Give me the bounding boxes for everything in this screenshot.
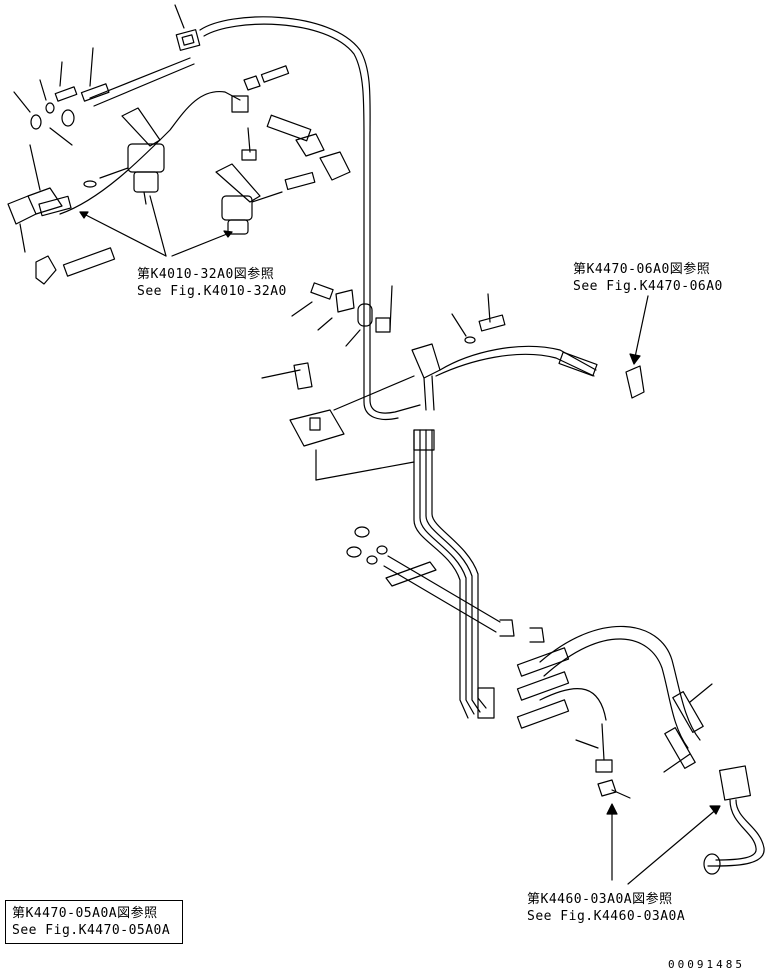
right-hose-upper-inner (543, 638, 689, 749)
control-valve-left (83, 107, 165, 205)
hose-fitting-a (516, 647, 570, 677)
right-hose-to-k4470-inner (435, 353, 595, 377)
reference-k4010-32a0: 第K4010-32A0図参照 See Fig.K4010-32A0 (137, 266, 287, 300)
upper-center-fittings (231, 65, 351, 191)
top-connector-block (174, 4, 201, 51)
drawing-number: 00091485 (668, 958, 745, 971)
distribution-block (411, 343, 441, 411)
lower-valve-block (261, 362, 415, 481)
reference-k4460-en: See Fig.K4460-03A0A (527, 909, 686, 924)
reference-k4010-jp: 第K4010-32A0図参照 (137, 267, 275, 282)
left-hose-loop (59, 90, 241, 215)
k4470-connector (625, 365, 645, 399)
hose-fitting-b (516, 671, 570, 701)
reference-k4460-jp: 第K4460-03A0A図参照 (527, 892, 673, 907)
hose-fitting-e (664, 727, 696, 769)
control-valve-right (215, 163, 283, 235)
reference-k4460-03a0a: 第K4460-03A0A図参照 See Fig.K4460-03A0A (527, 891, 685, 925)
right-hose-lower (539, 687, 607, 721)
reference-k4470-05-en: See Fig.K4470-05A0A (12, 923, 171, 938)
k4470-leader (633, 295, 649, 363)
clamp-plate (346, 526, 545, 643)
k4010-leaders (79, 195, 233, 257)
pipe-bundle (413, 429, 487, 719)
upper-return-hose (199, 16, 421, 414)
reference-k4470-06-jp: 第K4470-06A0図参照 (573, 262, 711, 277)
hose-fitting-d (672, 691, 704, 733)
top-left-fittings (13, 47, 195, 146)
reference-k4470-06-en: See Fig.K4470-06A0 (573, 279, 723, 294)
right-hose-upper (539, 625, 701, 741)
reference-k4470-05-jp: 第K4470-05A0A図参照 (12, 906, 158, 921)
lower-center-fittings (477, 687, 631, 881)
reference-k4010-en: See Fig.K4010-32A0 (137, 284, 287, 299)
lower-right-connector (627, 765, 765, 885)
upper-return-hose-inner (203, 23, 399, 421)
left-manifold-bracket (7, 144, 116, 285)
right-hose-to-k4470 (439, 345, 597, 371)
right-hose-fitting (558, 351, 598, 377)
leader-right-1 (689, 683, 713, 703)
reference-k4470-06a0: 第K4470-06A0図参照 See Fig.K4470-06A0 (573, 261, 723, 295)
reference-k4470-05a0a-box: 第K4470-05A0A図参照 See Fig.K4470-05A0A (5, 900, 183, 944)
hose-fitting-c (516, 699, 570, 729)
mid-fittings (291, 282, 506, 347)
leader-right-2 (663, 753, 691, 773)
